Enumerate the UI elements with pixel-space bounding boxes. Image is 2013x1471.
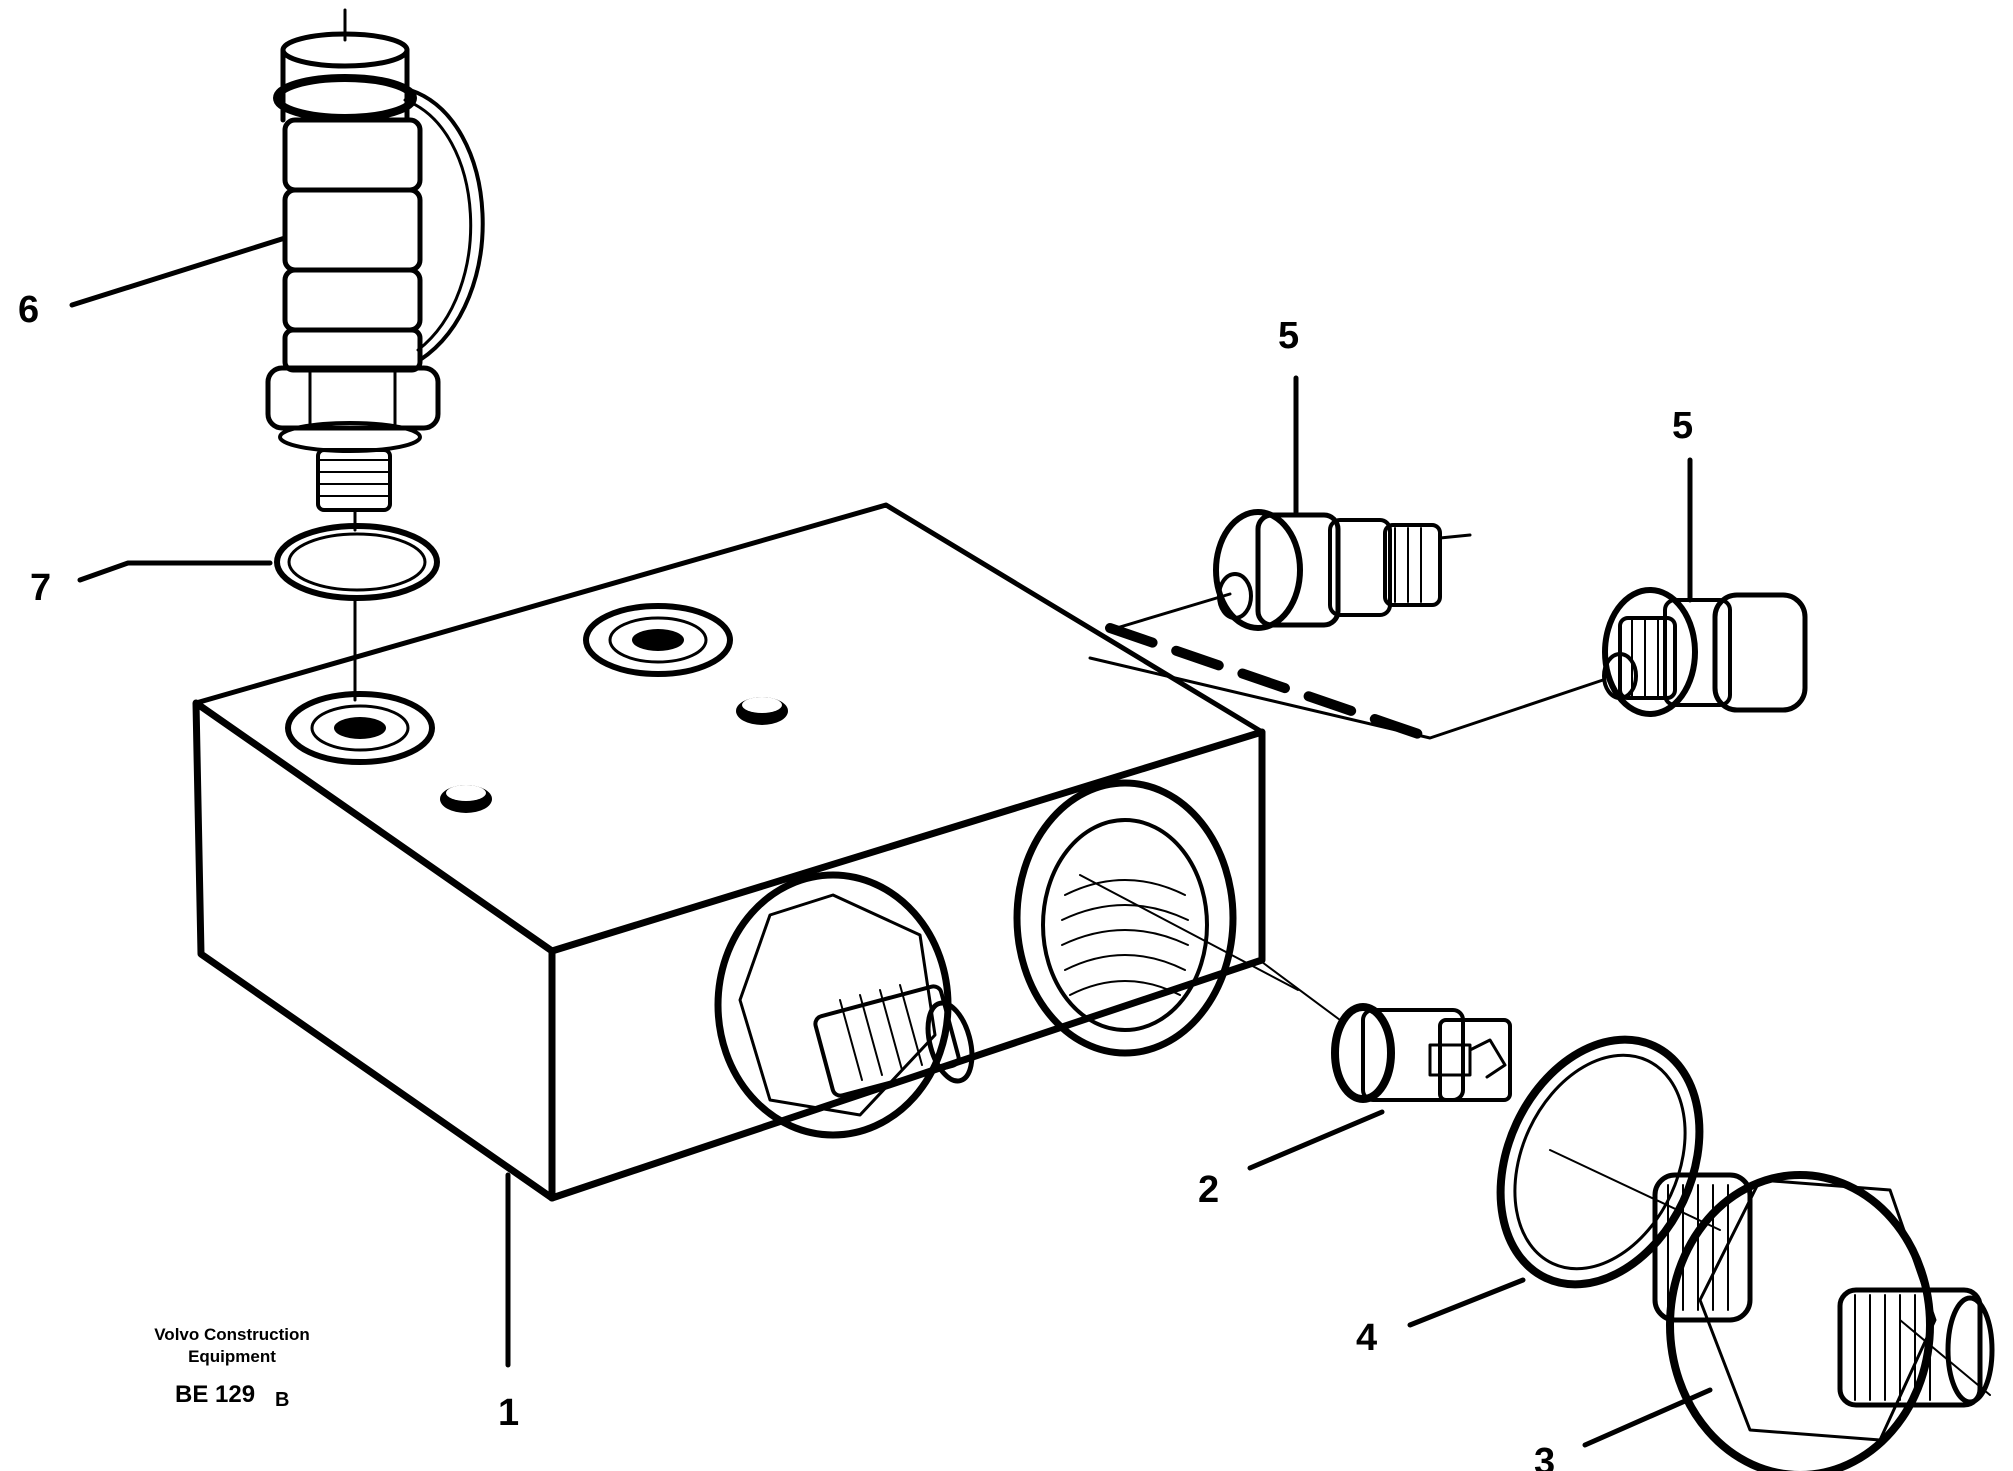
callout-1: 1 [498,1392,519,1434]
callout-3: 3 [1534,1441,1555,1471]
callout-2: 2 [1198,1169,1219,1211]
callout-5-lower: 5 [1672,405,1693,447]
callout-6: 6 [18,289,39,331]
leader-lines [69,235,1713,1448]
drawing-caption: Volvo Construction Equipment BE 129 B [154,1325,310,1411]
fitting-part-5-upper [1108,509,1472,632]
company-name-line-1: Volvo Construction [154,1325,310,1344]
callout-4: 4 [1356,1317,1377,1359]
valve-block-part-1 [192,502,1299,1202]
plug-bump-2 [736,697,788,725]
check-valve-part-2 [1261,961,1512,1103]
side-fitting [714,871,975,1139]
callout-labels: 6 7 5 5 2 4 3 1 [18,289,1693,1471]
drawing-reference: BE 129 [175,1381,255,1408]
callout-5-upper: 5 [1278,315,1299,357]
fitting-part-5-lower [1088,587,1808,743]
drawing-reference-suffix: B [275,1389,289,1411]
o-ring-part-7 [274,523,440,702]
top-port-rear [583,603,733,677]
plug-bump-1 [440,785,492,813]
solenoid-part-6 [265,8,485,532]
callout-7: 7 [30,567,51,609]
large-fitting-part-3 [1652,1171,1995,1471]
company-name-line-2: Equipment [188,1347,276,1366]
top-port-front [285,691,435,765]
sealing-ring-part-4 [1496,1035,1721,1289]
side-threaded-port [1013,779,1299,1057]
